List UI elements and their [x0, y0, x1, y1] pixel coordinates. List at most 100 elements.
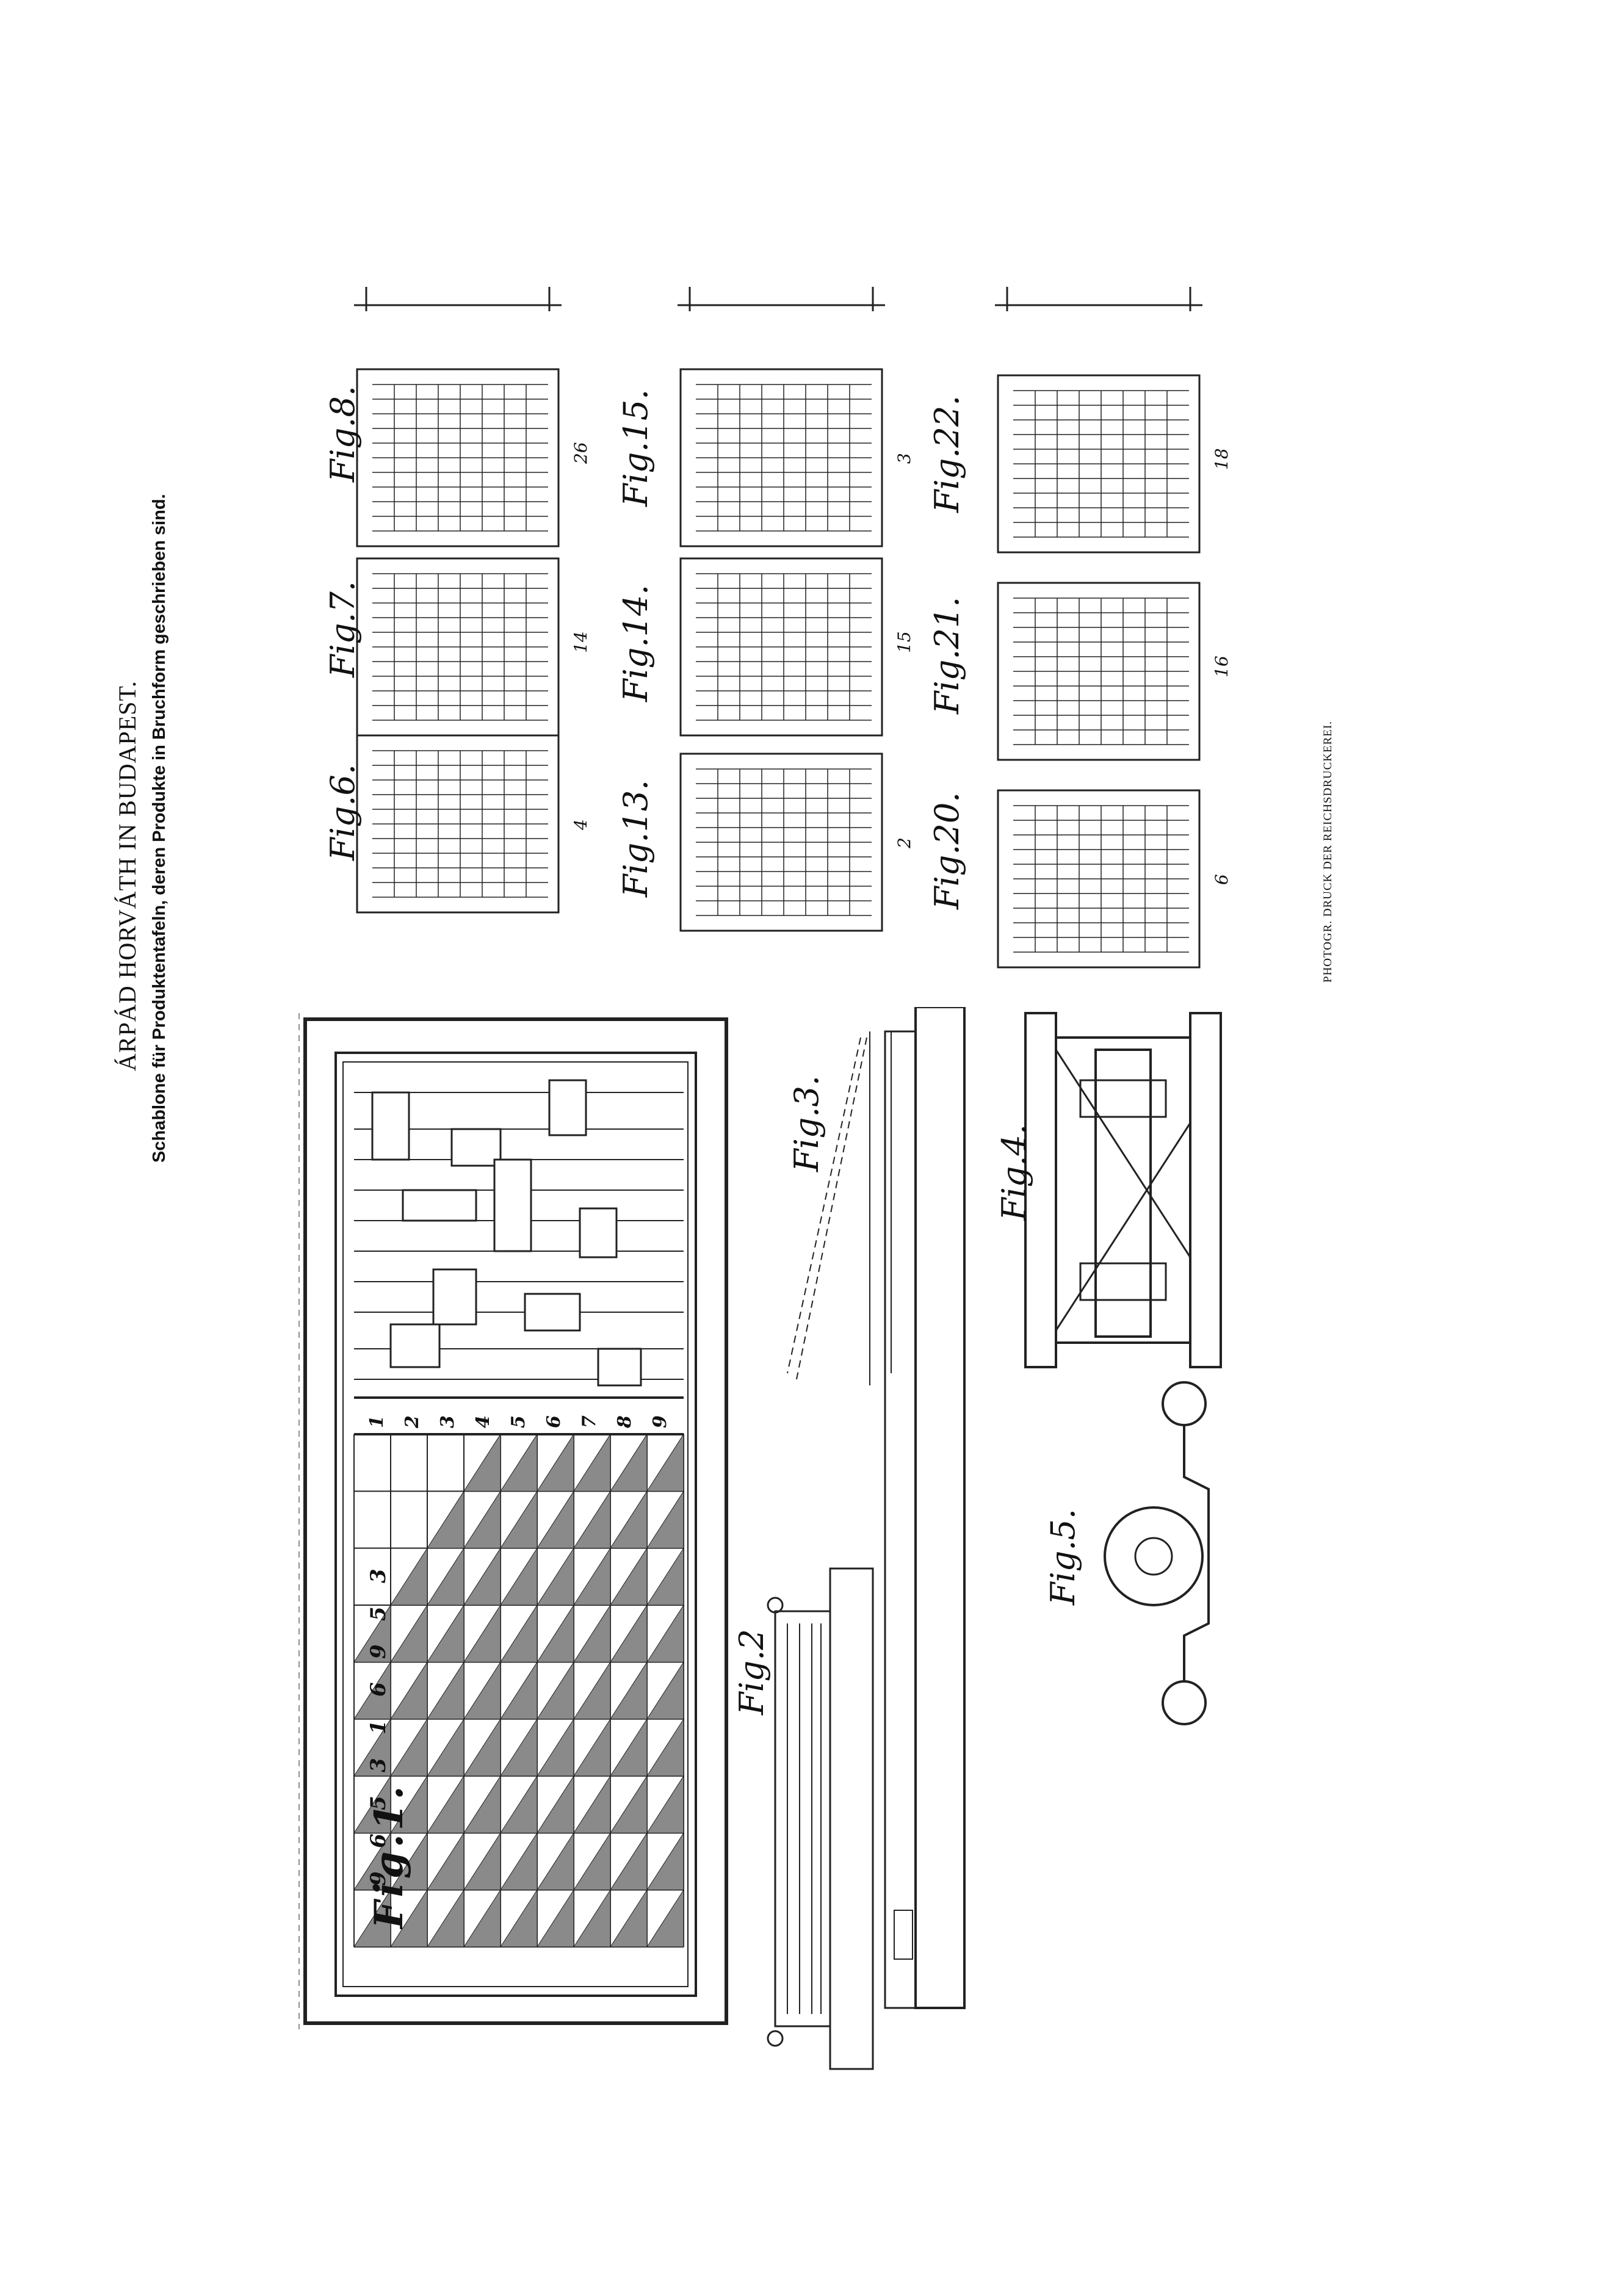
fig1-grid-shade: [537, 1604, 574, 1662]
fig1-grid-shade: [610, 1775, 648, 1833]
fig1-row-digit: 1: [366, 1415, 388, 1428]
fig1-grid-shade: [427, 1775, 464, 1833]
fig1-grid-shade: [463, 1717, 501, 1777]
fig1-grid-shade: [353, 1888, 391, 1948]
fig1-row-digit: 3: [437, 1415, 458, 1428]
fig1-grid-shade: [353, 1775, 391, 1833]
fig1-row-digit: 5: [508, 1415, 529, 1428]
panel-label-fig21: Fig.21.: [928, 596, 966, 714]
panel-fig21: [995, 580, 1202, 763]
fig5-label: Fig.5.: [1044, 1509, 1082, 1605]
fig1-grid-shade: [427, 1832, 464, 1891]
fig1-grid-shade: [537, 1717, 574, 1777]
panel-fig22: [995, 372, 1202, 555]
fig1-grid-shade: [500, 1832, 538, 1891]
fig1-grid-shade: [646, 1433, 684, 1492]
document-title: ÁRPÁD HORVÁTH IN BUDAPEST.: [114, 680, 141, 1071]
fig1-grid-shade: [390, 1775, 428, 1833]
panel-grid-fig15: [679, 368, 883, 547]
fig3-label: Fig.3.: [787, 1075, 826, 1172]
fig1-grid-shade: [500, 1888, 538, 1948]
panel-grid-fig20: [997, 789, 1201, 969]
fig1-grid-shade: [646, 1832, 684, 1891]
fig1-grid-shade: [500, 1775, 538, 1833]
panel-label-fig20: Fig.20.: [928, 792, 966, 909]
panel-label-fig6: Fig.6.: [324, 764, 362, 861]
fig1-grid-shade: [390, 1832, 428, 1891]
fig1-grid-shade: [573, 1547, 611, 1606]
fig1-grid-shade: [610, 1888, 648, 1948]
fig1-slide-block: [524, 1293, 581, 1332]
fig1-grid-shade: [463, 1433, 501, 1492]
panel-label-fig13: Fig.13.: [616, 779, 655, 897]
panel-fig6: [354, 732, 562, 915]
fig1-grid-shade: [646, 1547, 684, 1606]
fig1-grid-shade: [610, 1661, 648, 1720]
panel-label-fig8: Fig.8.: [324, 386, 362, 482]
fig1-grid-shade: [573, 1775, 611, 1833]
fig1-grid-shade: [390, 1717, 428, 1777]
panel-fig13: [678, 751, 885, 934]
fig1-grid-shade: [646, 1775, 684, 1833]
fig5-drawing: Fig.5.: [1044, 1379, 1245, 1733]
fig1-grid-shade: [463, 1547, 501, 1606]
fig1-slide-block: [493, 1158, 532, 1252]
top-strip-sketch: [354, 281, 562, 317]
fig1-grid-shade: [427, 1661, 464, 1720]
panel-label-fig14: Fig.14.: [616, 584, 655, 702]
fig1-grid-shade: [463, 1490, 501, 1549]
panel-frame: [997, 374, 1201, 554]
fig1-slide-block: [450, 1128, 502, 1167]
fig1-grid-shade: [463, 1888, 501, 1948]
fig1-grid-shade: [500, 1433, 538, 1492]
fig1-grid-shade: [353, 1717, 391, 1777]
panel-number-fig15: 3: [894, 453, 914, 464]
panel-label-fig15: Fig.15.: [616, 389, 655, 507]
fig4-label: Fig.4.: [995, 1124, 1033, 1221]
fig1-slide-block: [389, 1323, 441, 1368]
fig1-grid-shade: [537, 1547, 574, 1606]
fig1-grid-shade: [390, 1547, 428, 1606]
fig1-grid-shade: [463, 1661, 501, 1720]
fig1-grid-shade: [610, 1433, 648, 1492]
fig1-grid-shade: [463, 1604, 501, 1662]
fig1-grid-shade: [573, 1717, 611, 1777]
fig1-grid-shade: [646, 1661, 684, 1720]
fig1-grid-shade: [646, 1604, 684, 1662]
fig1-grid-shade: [573, 1490, 611, 1549]
printer-imprint: PHOTOGR. DRUCK DER REICHSDRUCKEREI.: [1321, 721, 1334, 983]
fig4-drawing: Fig.4.: [989, 1001, 1257, 1379]
panel-grid-fig21: [997, 582, 1201, 761]
fig1-slide-block: [579, 1207, 618, 1258]
panel-fig7: [354, 555, 562, 738]
fig1-row-digit: 8: [614, 1415, 635, 1428]
panel-number-fig6: 4: [571, 819, 591, 830]
fig1-grid-shade: [390, 1661, 428, 1720]
panel-frame: [679, 753, 883, 932]
fig1-grid-shade: [537, 1888, 574, 1948]
panel-number-fig20: 6: [1212, 874, 1232, 885]
fig1-grid-shade: [610, 1547, 648, 1606]
fig1-grid-shade: [537, 1490, 574, 1549]
panel-label-fig7: Fig.7.: [324, 581, 362, 677]
fig1-row-digit: 2: [402, 1415, 423, 1428]
fig1-slide-block: [402, 1189, 477, 1222]
fig1-grid-shade: [353, 1661, 391, 1720]
fig1-grid-shade: [573, 1661, 611, 1720]
fig1-row-digit: 4: [472, 1415, 494, 1428]
fig1-grid-shade: [537, 1775, 574, 1833]
fig1-grid-shade: [573, 1832, 611, 1891]
fig1-grid-shade: [500, 1661, 538, 1720]
panel-fig15: [678, 366, 885, 549]
fig1-slide-block: [597, 1348, 642, 1387]
fig1-grid-shade: [427, 1604, 464, 1662]
fig1-grid-shade: [500, 1604, 538, 1662]
fig1-grid-shade: [463, 1775, 501, 1833]
panel-number-fig8: 26: [571, 442, 591, 464]
fig1-grid-shade: [573, 1604, 611, 1662]
fig1-row-digit: 9: [649, 1415, 671, 1428]
fig1-grid-shade: [390, 1604, 428, 1662]
fig1-grid-shade: [537, 1661, 574, 1720]
fig1-grid-shade: [353, 1604, 391, 1662]
